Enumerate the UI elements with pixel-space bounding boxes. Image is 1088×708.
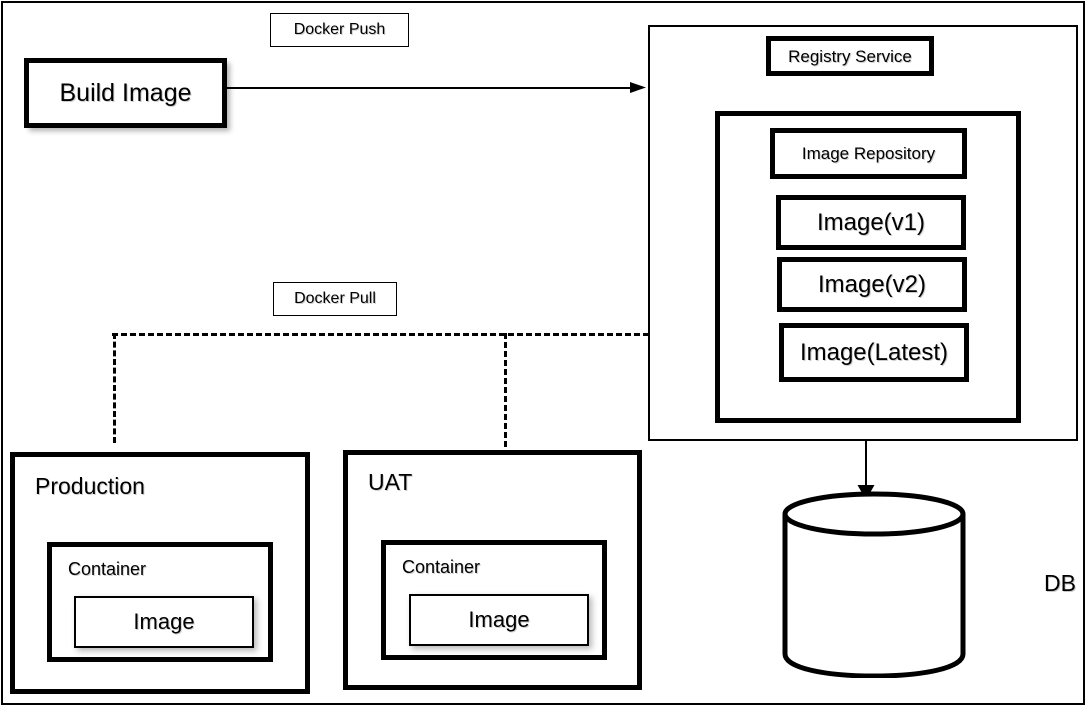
build-image-node[interactable]: Build Image xyxy=(24,58,227,128)
pull-connector-to-uat xyxy=(504,333,507,447)
uat-container-node[interactable]: Container Image xyxy=(381,540,607,660)
image-latest-node[interactable]: Image(Latest) xyxy=(779,323,969,382)
docker-push-label: Docker Push xyxy=(293,21,386,38)
registry-service-node[interactable]: Registry Service Image Repository Image(… xyxy=(648,25,1078,441)
image-v2-label: Image(v2) xyxy=(817,270,927,298)
db-connector-line xyxy=(865,441,867,493)
registry-service-title-box: Registry Service xyxy=(766,36,934,76)
push-connector-line xyxy=(227,87,633,89)
push-arrow-head xyxy=(630,82,646,93)
docker-push-label-box: Docker Push xyxy=(270,13,409,47)
uat-node[interactable]: UAT Container Image xyxy=(343,450,642,690)
db-label: DB xyxy=(1044,570,1076,596)
image-v1-node[interactable]: Image(v1) xyxy=(776,195,966,250)
production-label: Production xyxy=(35,473,145,499)
image-repository-title-box: Image Repository xyxy=(770,128,967,179)
image-v2-node[interactable]: Image(v2) xyxy=(777,257,967,312)
pull-connector-horizontal xyxy=(112,333,649,336)
build-image-label: Build Image xyxy=(59,78,192,107)
image-v1-label: Image(v1) xyxy=(816,208,926,236)
production-container-label: Container xyxy=(68,559,147,579)
image-repository-group[interactable]: Image Repository Image(v1) Image(v2) Ima… xyxy=(715,111,1021,423)
uat-label: UAT xyxy=(368,469,413,495)
docker-pull-label: Docker Pull xyxy=(294,290,376,307)
registry-service-label: Registry Service xyxy=(788,46,912,66)
production-image-label: Image xyxy=(133,609,195,634)
database-cylinder-icon xyxy=(782,491,966,679)
production-container-node[interactable]: Container Image xyxy=(47,542,273,662)
uat-container-label: Container xyxy=(402,557,481,577)
db-node[interactable]: DB xyxy=(781,490,1076,679)
image-repository-label: Image Repository xyxy=(801,144,936,163)
docker-pull-label-box: Docker Pull xyxy=(273,282,397,316)
uat-image-label: Image xyxy=(468,607,530,632)
image-latest-label: Image(Latest) xyxy=(799,338,949,366)
production-image-node[interactable]: Image xyxy=(74,596,254,648)
uat-image-node[interactable]: Image xyxy=(409,594,589,646)
production-node[interactable]: Production Container Image xyxy=(10,452,310,694)
pull-connector-to-production xyxy=(113,333,116,443)
